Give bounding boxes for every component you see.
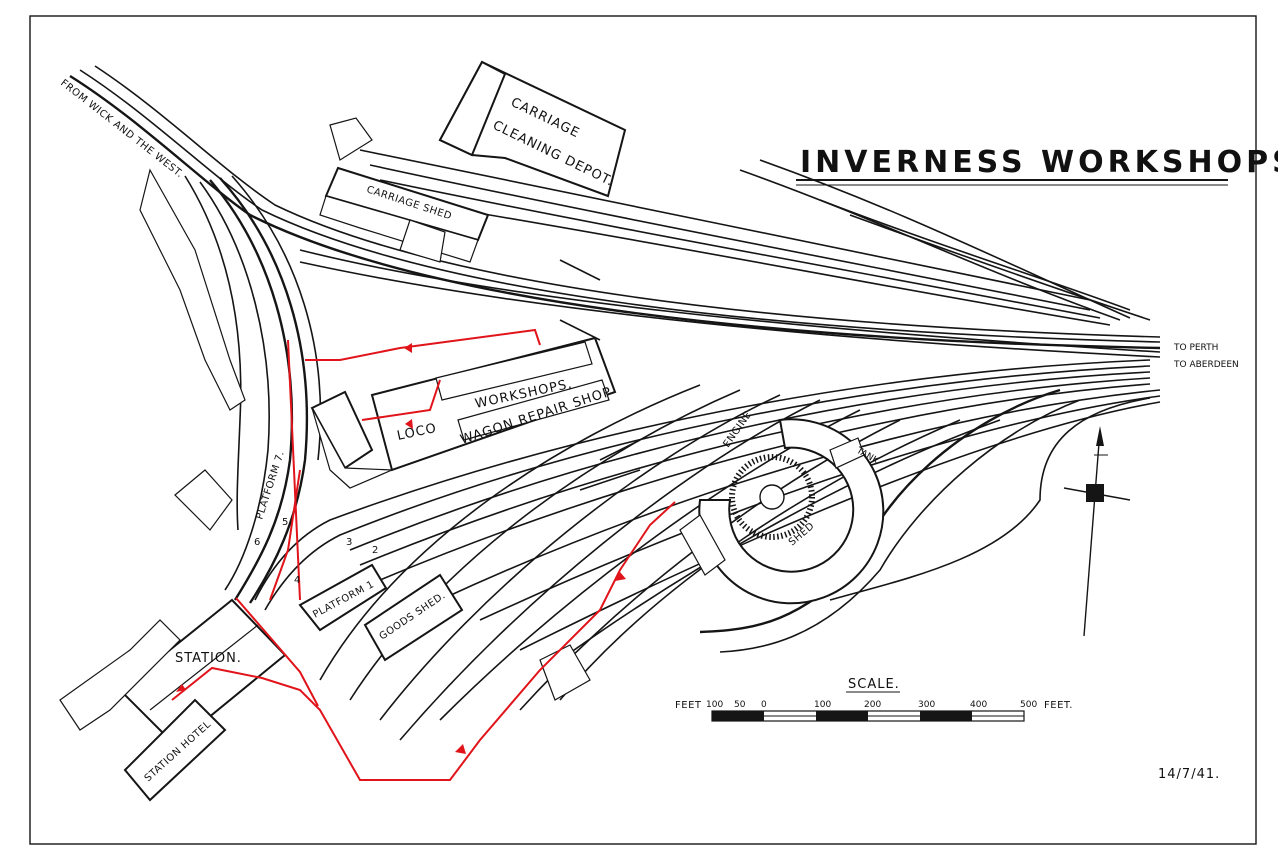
- west-terrace: [139, 168, 246, 411]
- scale-tick-0: 0: [761, 700, 767, 710]
- platform-number-4: 4: [294, 575, 301, 586]
- label-to-aberdeen: TO ABERDEEN: [1173, 360, 1239, 370]
- scale-tick-500: 500: [1020, 700, 1037, 710]
- turntable: [729, 454, 815, 540]
- scale-tick-100: 100: [814, 700, 831, 710]
- north-block-2: [399, 219, 446, 263]
- station-divider: [149, 624, 259, 711]
- scale-tick-200: 200: [864, 700, 881, 710]
- route-arrow-5: [405, 419, 413, 429]
- label-from-wick: FROM WICK AND THE WEST.: [58, 78, 185, 181]
- route-arrow-2: [455, 744, 466, 754]
- buildings: [59, 60, 885, 802]
- label-to-perth: TO PERTH: [1173, 343, 1218, 353]
- tank: [829, 437, 865, 469]
- north-arrow-icon: [1063, 426, 1131, 637]
- scale-tick-400: 400: [970, 700, 987, 710]
- north-block-1: [329, 117, 373, 161]
- goods-shed: [363, 573, 464, 662]
- platform-number-2: 2: [372, 545, 379, 556]
- map-border: [29, 15, 1257, 845]
- platform-number-5: 5: [282, 517, 289, 528]
- route-path: [171, 328, 676, 781]
- south-block: [539, 644, 591, 701]
- route-arrow-3: [615, 572, 626, 581]
- map-title: INVERNESS WORKSHOPS: [800, 145, 1278, 180]
- platform-number-6: 6: [254, 537, 261, 548]
- scale-tick-300: 300: [918, 700, 935, 710]
- scale-unit-left: FEET: [675, 700, 702, 711]
- scale-bar: SCALE. FEET FEET. 100 50 0 100 200 300 4…: [675, 677, 1073, 722]
- west-block: [174, 469, 233, 531]
- scale-unit-right: FEET.: [1044, 700, 1073, 711]
- scale-tick-50: 50: [734, 700, 746, 710]
- engine-shed-annex: [679, 514, 726, 576]
- platform-number-3: 3: [346, 537, 353, 548]
- scale-title: SCALE.: [848, 677, 900, 692]
- turntable-centre: [759, 484, 785, 510]
- station-hotel: [123, 698, 227, 802]
- label-shed: SHED: [787, 521, 817, 549]
- loco-workshops-inner-1: [435, 341, 593, 401]
- platform-1: [298, 563, 388, 632]
- scale-tick-100-left: 100: [706, 700, 723, 710]
- workshop-yard: [311, 407, 393, 489]
- loco-workshops-inner-2: [457, 379, 610, 441]
- station-buildings-west: [59, 619, 181, 731]
- map-date: 14/7/41.: [1158, 767, 1220, 782]
- label-platform-7: PLATFORM 7.: [254, 450, 287, 521]
- carriage-cleaning-depot-annex: [438, 60, 507, 157]
- route-arrow-4: [404, 343, 412, 353]
- label-station: STATION.: [175, 651, 242, 666]
- route-arrow-1: [176, 684, 186, 692]
